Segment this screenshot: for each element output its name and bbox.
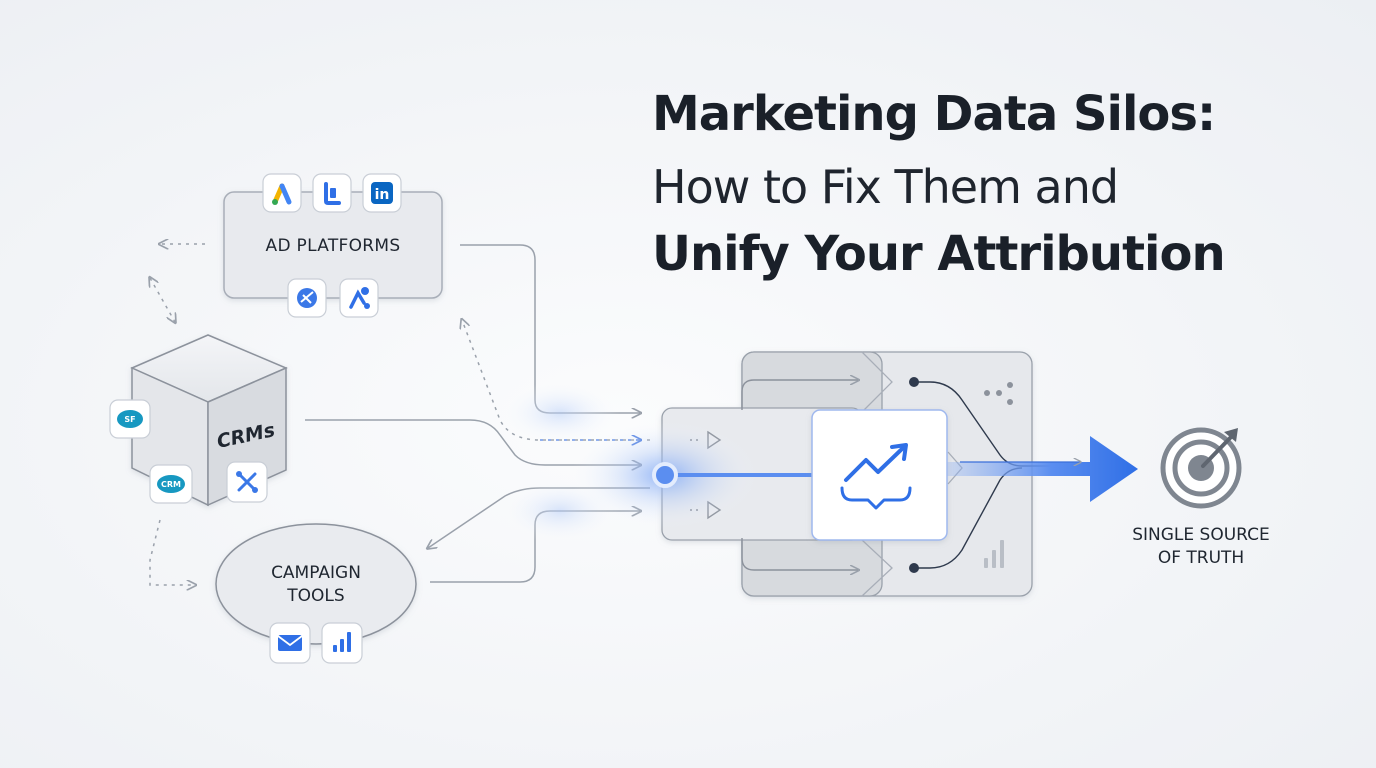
- ad-platforms-label: AD PLATFORMS: [266, 236, 401, 256]
- campaign-tools-label-line1: CAMPAIGN: [271, 563, 361, 583]
- output-label-line1: SINGLE SOURCE: [1132, 525, 1270, 545]
- bar-chart-icon: [321, 622, 363, 664]
- glow-upper: [500, 381, 620, 445]
- crm-cloud-icon: CRM: [149, 464, 193, 504]
- google-ads-icon: [262, 173, 302, 213]
- email-icon: [269, 622, 311, 664]
- analytics-icon: [287, 278, 327, 318]
- mini-bars-icon: [984, 540, 1004, 568]
- ads-manager-icon: [339, 278, 379, 318]
- svg-text:SF: SF: [124, 415, 135, 424]
- lattice-icon: [312, 173, 352, 213]
- hub-dot-bottom: [909, 563, 919, 573]
- output-label-line2: OF TRUTH: [1158, 548, 1244, 568]
- svg-text:CRM: CRM: [161, 480, 181, 489]
- output-arrow: [945, 436, 1138, 502]
- flow-origin-node: [652, 462, 678, 488]
- linkedin-icon: in: [362, 173, 402, 213]
- connector-crms: [305, 419, 640, 465]
- dotted-arrow-left-bottom: [149, 519, 195, 585]
- svg-text:in: in: [375, 187, 390, 203]
- target-icon: [1160, 427, 1242, 509]
- title-line-2: How to Fix Them and: [652, 160, 1119, 214]
- dotted-arrow-left-mid: [150, 278, 175, 322]
- hubspot-icon: [226, 461, 268, 503]
- node-campaign-tools: [215, 523, 417, 645]
- hub-dot-top: [909, 377, 919, 387]
- salesforce-icon: SF: [109, 399, 151, 439]
- title-line-3: Unify Your Attribution: [652, 226, 1226, 282]
- trend-up-icon: [840, 443, 912, 510]
- hub-card: [811, 409, 948, 541]
- share-icon: [984, 382, 1013, 405]
- title-line-1: Marketing Data Silos:: [652, 86, 1216, 142]
- campaign-tools-label-line2: TOOLS: [286, 586, 344, 606]
